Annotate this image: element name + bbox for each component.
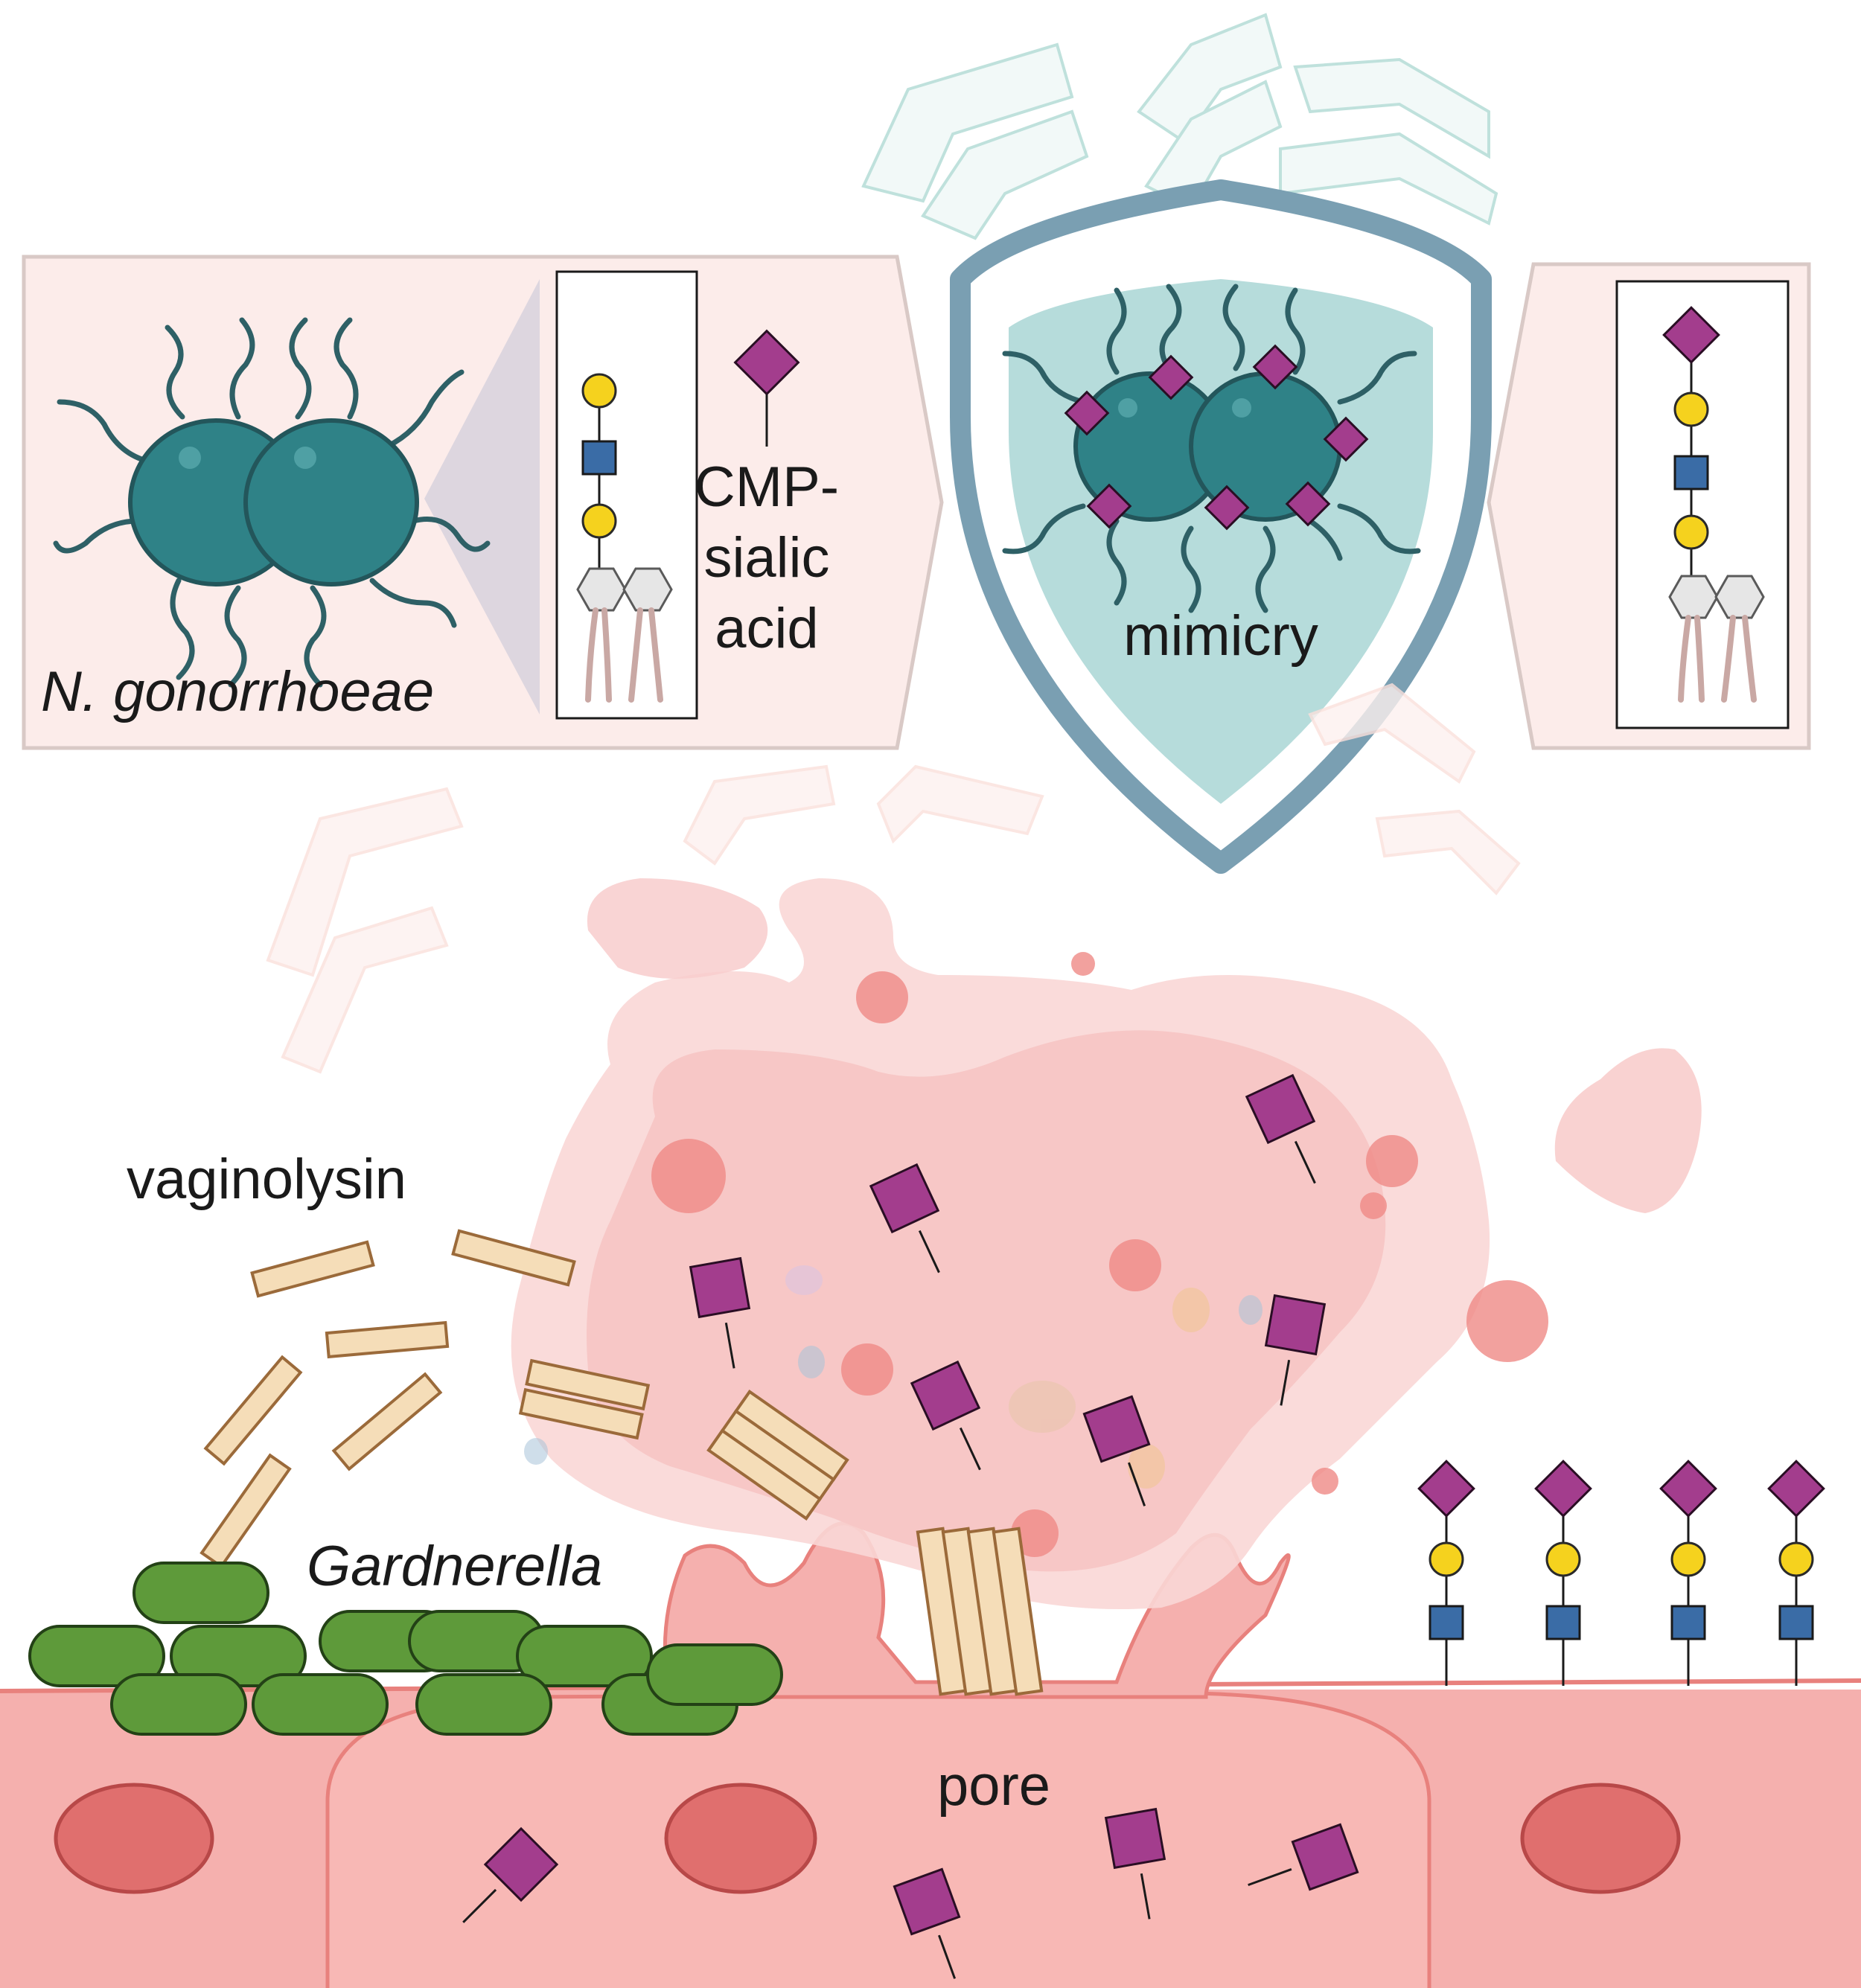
mimicry-label: mimicry — [1123, 604, 1318, 668]
cmp-sialic-acid: CMP- sialic acid — [695, 329, 839, 660]
cytoplasm-proteins — [524, 1265, 1263, 1489]
pili — [1002, 284, 1421, 613]
lipid-head-icon — [576, 567, 627, 612]
zoom-wedge — [424, 279, 540, 715]
host-glycan — [1417, 1460, 1475, 1686]
lipid-head-icon — [622, 567, 673, 612]
host-surface-glycans — [1417, 1460, 1825, 1686]
epithelial-layer — [0, 1521, 1861, 1988]
nucleus — [1520, 1783, 1681, 1894]
host-glycan — [1659, 1460, 1717, 1686]
glcnac-icon — [1673, 455, 1709, 490]
galactose-icon — [1673, 391, 1709, 427]
cmp-label-line2: sialic — [704, 526, 830, 589]
vaginolysin-label: vaginolysin — [127, 1148, 406, 1211]
shield-icon — [950, 179, 1492, 874]
lipooligosaccharide-glycan-box — [555, 270, 698, 720]
pili — [53, 317, 491, 688]
n-gonorrhoeae-diplococcus — [53, 317, 491, 688]
galactose-icon — [1673, 514, 1709, 550]
sialylation-panel — [22, 255, 944, 750]
faint-chevrons-middle — [266, 683, 1521, 1074]
galactose-icon — [581, 503, 617, 539]
glcnac-icon — [581, 440, 617, 476]
nucleus — [54, 1783, 214, 1894]
gardnerella-label: Gardnerella — [307, 1535, 602, 1598]
vaginolysin-pore-icon — [916, 1527, 1044, 1696]
lipid-tail-icon — [585, 607, 663, 703]
pore-label: pore — [937, 1754, 1050, 1818]
vaginolysin-monomers — [200, 1229, 576, 1568]
lipid-head-icon — [1714, 575, 1765, 619]
lipid-head-icon — [1668, 575, 1719, 619]
vaginolysin-monomer — [332, 1372, 442, 1471]
host-glycan-panel — [1487, 262, 1811, 750]
cytoplasm-droplets — [651, 952, 1548, 1557]
host-glycan — [1534, 1460, 1592, 1686]
lipid-tail-icon — [1678, 615, 1757, 703]
sialic-acid-diamond-icon — [733, 329, 800, 396]
n-gonorrhoeae-label: N. gonorrhoeae — [41, 660, 434, 723]
cmp-label-line1: CMP- — [695, 456, 839, 519]
nucleus — [664, 1783, 817, 1894]
host-glycan — [1767, 1460, 1825, 1686]
cmp-label-line3: acid — [715, 597, 818, 660]
vaginolysin-monomer — [200, 1454, 291, 1568]
vaginolysin-monomer — [325, 1321, 450, 1358]
vaginolysin-monomer — [204, 1355, 302, 1466]
vaginolysin-monomer — [250, 1240, 375, 1298]
cytoplasm-spill — [511, 878, 1702, 1609]
sialylated-gonococcus — [1002, 284, 1421, 613]
galactose-icon — [581, 373, 617, 409]
